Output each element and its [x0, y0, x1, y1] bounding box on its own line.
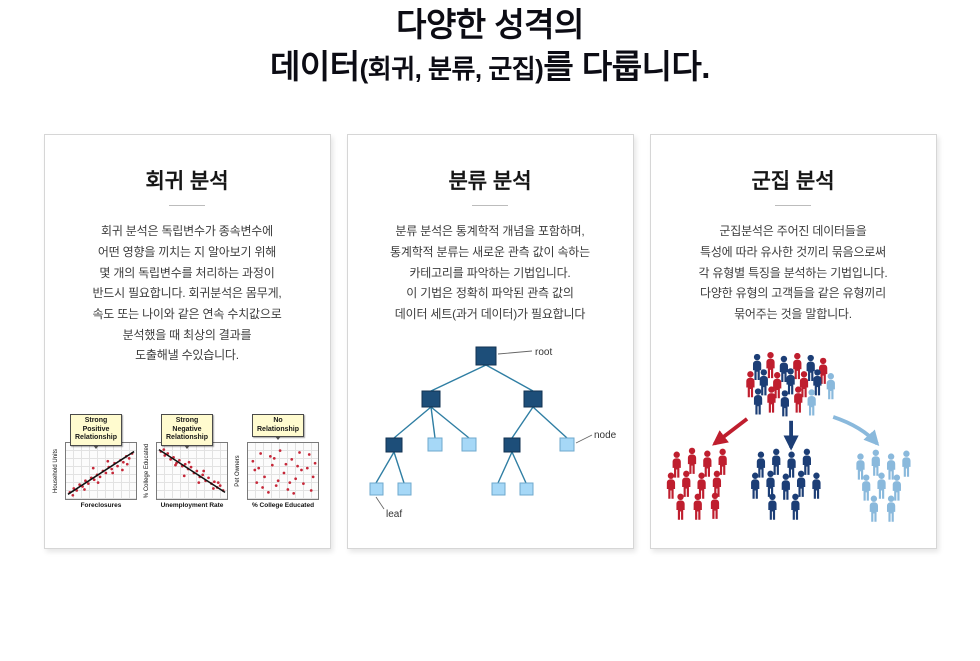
card-classification: 분류 분석 분류 분석은 통계학적 개념을 포함하며, 통계학적 분류는 새로운… — [346, 134, 634, 550]
scatter-plot-none: Pet Owners No Relationship % College Edu… — [234, 414, 322, 528]
card-regression: 회귀 분석 회귀 분석은 독립변수가 종속변수에 어떤 영향을 끼치는 지 알아… — [43, 134, 331, 550]
card-title: 회귀 분석 — [145, 170, 229, 194]
tree-label-leaf: leaf — [386, 509, 402, 520]
tree-node-leaf — [559, 437, 575, 452]
card-title: 분류 분석 — [448, 170, 532, 194]
x-axis-label: Unemployment Rate — [160, 502, 224, 510]
tree-label-root: root — [535, 347, 552, 358]
title-segment-paren: (회귀, 분류, 군집) — [359, 54, 544, 85]
scatter-plot-negative: % College Educated Strong Negative Relat… — [143, 414, 231, 528]
tree-node-leaf — [369, 482, 384, 496]
tree-node-dark — [421, 390, 441, 408]
tree-node-dark — [523, 390, 543, 408]
cluster-illustration — [666, 352, 911, 523]
red-cluster-group — [666, 448, 727, 521]
cluster-figure — [659, 348, 927, 528]
y-axis-label: % College Educated — [144, 444, 150, 499]
title-divider — [169, 205, 205, 207]
dark-blue-cluster-group — [751, 449, 821, 521]
tree-figure: root node leaf — [364, 343, 617, 528]
tree-node-dark — [385, 437, 403, 453]
plot-area — [247, 442, 319, 501]
decision-tree-illustration: root node leaf — [369, 346, 617, 520]
tree-nodes — [369, 346, 575, 496]
scatter-points — [67, 451, 135, 498]
tree-label-node: node — [594, 430, 616, 441]
tree-node-leaf — [491, 482, 506, 496]
card-body: 군집분석은 주어진 데이터들을 특성에 따라 유사한 것끼리 묶음으로써 각 유… — [698, 224, 888, 321]
card-body: 분류 분석은 통계학적 개념을 포함하며, 통계학적 분류는 새로운 관측 값이… — [390, 224, 590, 321]
tree-node-leaf — [397, 482, 412, 496]
scatter-plots-illustration: Household Units Strong Positive Relation… — [52, 414, 322, 528]
regression-figure: Household Units Strong Positive Relation… — [52, 414, 322, 528]
y-axis-label: Pet Owners — [235, 455, 241, 488]
tree-node-leaf — [519, 482, 534, 496]
light-blue-arrow-icon — [832, 415, 880, 447]
trend-line-up — [67, 451, 135, 496]
mixed-cluster-group — [746, 352, 835, 417]
page-title-line1: 다양한 성격의 — [396, 6, 584, 43]
card-clustering: 군집 분석 군집분석은 주어진 데이터들을 특성에 따라 유사한 것끼리 묶음으… — [649, 134, 937, 550]
plot-area — [156, 442, 228, 501]
title-segment-prefix: 데이터 — [270, 48, 360, 86]
cluster-arrows — [712, 415, 880, 452]
red-arrow-icon — [712, 417, 749, 447]
tree-node-leaf — [461, 437, 477, 452]
card-title: 군집 분석 — [751, 170, 835, 194]
tree-edges — [375, 364, 568, 484]
trend-line-down — [158, 449, 226, 494]
scatter-points — [251, 449, 317, 496]
tree-node-leaf — [427, 437, 443, 452]
cards-row: 회귀 분석 회귀 분석은 독립변수가 종속변수에 어떤 영향을 끼치는 지 알아… — [0, 134, 980, 550]
scatter-points — [158, 448, 226, 494]
page-title-line2: 데이터(회귀, 분류, 군집)를 다룹니다. — [0, 46, 980, 88]
title-divider — [472, 205, 508, 207]
plot-area — [65, 442, 137, 501]
card-body: 회귀 분석은 독립변수가 종속변수에 어떤 영향을 끼치는 지 알아보기 위해 … — [92, 224, 282, 363]
x-axis-label: % College Educated — [251, 502, 315, 510]
callout-label: Strong Negative Relationship — [160, 414, 214, 449]
tree-label-lines — [375, 351, 593, 510]
x-axis-label: Foreclosures — [80, 502, 122, 510]
y-axis-label: Household Units — [53, 449, 59, 494]
light-blue-cluster-group — [856, 450, 911, 523]
tree-node-dark — [503, 437, 521, 453]
title-segment-suffix: 를 다룹니다. — [543, 48, 710, 86]
header: 다양한 성격의 데이터(회귀, 분류, 군집)를 다룹니다. — [0, 0, 980, 88]
callout-label: Strong Positive Relationship — [69, 414, 123, 449]
scatter-plot-positive: Household Units Strong Positive Relation… — [52, 414, 140, 528]
tree-node-root — [475, 346, 497, 366]
callout-label: No Relationship — [251, 414, 305, 441]
title-divider — [775, 205, 811, 207]
